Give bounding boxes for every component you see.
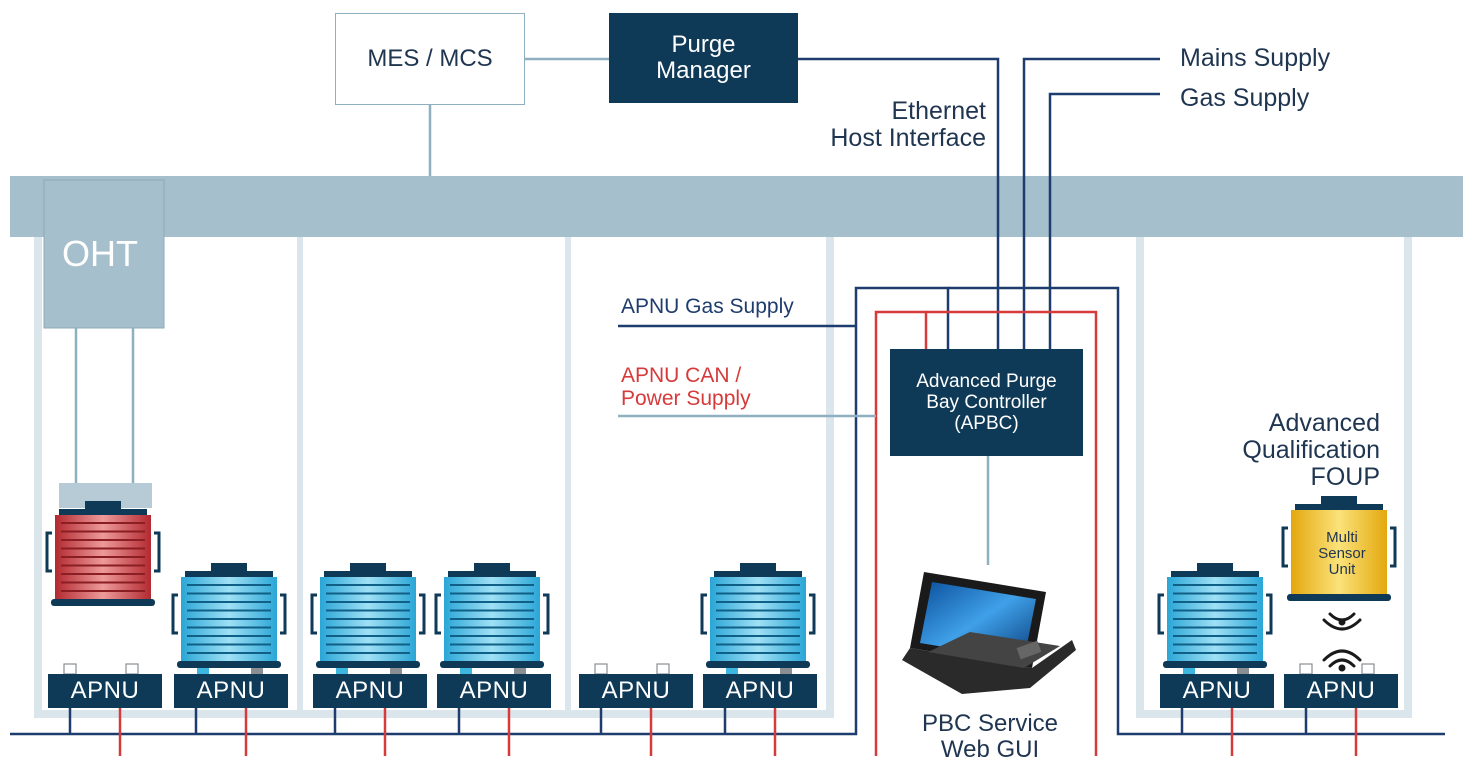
foup-blue-2 bbox=[310, 563, 426, 678]
purge-manager-label-line1: Purge bbox=[671, 31, 736, 58]
foup-blue-4 bbox=[700, 563, 816, 678]
multi-sensor-line2: Sensor bbox=[1318, 545, 1366, 562]
apnu-drop-lines bbox=[63, 663, 1375, 756]
apbc-box: Advanced Purge Bay Controller (APBC) bbox=[890, 349, 1083, 456]
multi-sensor-line1: Multi bbox=[1326, 529, 1358, 546]
foup-blue-5 bbox=[1157, 563, 1273, 678]
purge-manager-box: Purge Manager bbox=[609, 13, 798, 103]
apnu-unit: APNU bbox=[174, 674, 288, 708]
apnu-connector-pin bbox=[656, 663, 670, 675]
apnu-gas-line bbox=[10, 286, 1445, 736]
apnu-connector-pin bbox=[1361, 663, 1375, 675]
apbc-label-line1: Advanced Purge bbox=[916, 371, 1057, 392]
apnu-power-line bbox=[874, 310, 1098, 756]
apbc-label-line3: (APBC) bbox=[954, 413, 1019, 434]
ethernet-label-line1: Ethernet bbox=[891, 97, 986, 125]
overhead-rail bbox=[10, 176, 1463, 237]
aq-foup-label: Advanced Qualification FOUP bbox=[1200, 410, 1380, 491]
network-links bbox=[428, 57, 609, 176]
mains-supply-label: Mains Supply bbox=[1180, 44, 1331, 72]
apnu-unit: APNU bbox=[579, 674, 693, 708]
oht-label: OHT bbox=[62, 233, 138, 274]
apnu-connector-pin bbox=[63, 663, 77, 675]
apnu-can-power-label: APNU CAN / Power Supply bbox=[621, 364, 751, 410]
multi-sensor-label: Multi Sensor Unit bbox=[1296, 530, 1388, 578]
pbc-service-label: PBC Service Web GUI bbox=[895, 711, 1085, 763]
laptop-icon bbox=[902, 572, 1076, 694]
bay-dividers bbox=[297, 236, 571, 714]
mes-mcs-label: MES / MCS bbox=[367, 45, 493, 72]
apnu-unit: APNU bbox=[437, 674, 551, 708]
pbc-service-line2: Web GUI bbox=[940, 736, 1040, 763]
apnu-unit: APNU bbox=[313, 674, 427, 708]
supply-lines bbox=[798, 57, 1160, 350]
aq-foup-line3: FOUP bbox=[1310, 463, 1380, 491]
apnu-gas-supply-label: APNU Gas Supply bbox=[621, 295, 794, 318]
aq-foup-line2: Qualification bbox=[1242, 436, 1380, 464]
apnu-connector-pin bbox=[594, 663, 608, 675]
foup-red bbox=[45, 501, 161, 606]
oht-hoist bbox=[43, 179, 165, 508]
apnu-can-power-line2: Power Supply bbox=[621, 387, 751, 410]
pbc-service-line1: PBC Service bbox=[921, 710, 1059, 737]
apbc-label-line2: Bay Controller bbox=[926, 392, 1047, 413]
foup-blue-1 bbox=[171, 563, 287, 678]
purge-manager-label-line2: Manager bbox=[656, 57, 751, 84]
bay-frames bbox=[34, 236, 1412, 718]
apnu-connector-pin bbox=[125, 663, 139, 675]
mes-mcs-box: MES / MCS bbox=[335, 13, 525, 105]
foup-blue-3 bbox=[434, 563, 550, 678]
gas-supply-label: Gas Supply bbox=[1180, 84, 1310, 112]
apnu-unit: APNU bbox=[703, 674, 817, 708]
wireless-icon bbox=[1322, 612, 1362, 672]
foup-sensor-unit bbox=[1281, 496, 1397, 601]
ethernet-label: Ethernet Host Interface bbox=[770, 98, 986, 152]
ethernet-label-line2: Host Interface bbox=[830, 124, 986, 152]
apnu-unit: APNU bbox=[1160, 674, 1274, 708]
apnu-connector-pin bbox=[1299, 663, 1313, 675]
multi-sensor-line3: Unit bbox=[1328, 561, 1356, 578]
apnu-can-power-line1: APNU CAN / bbox=[621, 364, 742, 387]
apnu-unit: APNU bbox=[1284, 674, 1398, 708]
apnu-unit: APNU bbox=[48, 674, 162, 708]
foup-carriers bbox=[45, 496, 1397, 678]
aq-foup-line1: Advanced bbox=[1268, 409, 1380, 437]
